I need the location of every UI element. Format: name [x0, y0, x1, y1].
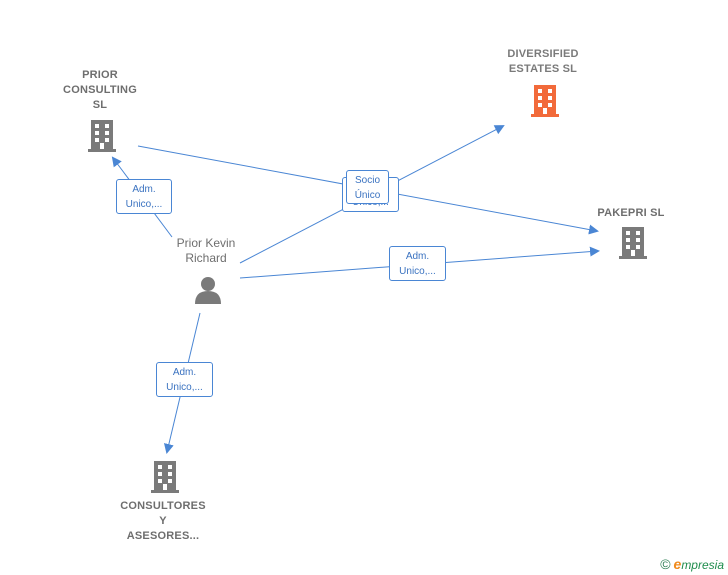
footer-brand[interactable]: ©empresia [660, 556, 724, 572]
building-icon-prior-consulting[interactable] [88, 120, 116, 152]
edge-label-socio-unico[interactable]: Socio Único [346, 170, 389, 204]
edge-label-adm-prior[interactable]: Adm. Unico,... [116, 179, 172, 214]
node-label-diversified[interactable]: DIVERSIFIED ESTATES SL [507, 48, 579, 75]
building-icon-consultores[interactable] [151, 461, 179, 493]
brand-name: mpresia [681, 558, 724, 572]
node-label-prior-consulting[interactable]: PRIOR CONSULTING SL [63, 69, 137, 111]
edge-label-adm-pakepri[interactable]: Adm. Unico,... [389, 246, 446, 281]
node-label-pakepri[interactable]: PAKEPRI SL [597, 207, 665, 219]
building-icon-pakepri[interactable] [619, 227, 647, 259]
building-icon-diversified[interactable] [531, 85, 559, 117]
node-label-consultores[interactable]: CONSULTORES Y ASESORES... [120, 500, 206, 542]
brand-initial: e [673, 556, 682, 572]
person-icon[interactable] [195, 277, 221, 304]
node-label-person[interactable]: Prior Kevin Richard [176, 236, 236, 265]
copyright-symbol: © [660, 556, 671, 572]
edge-label-adm-consultores[interactable]: Adm. Unico,... [156, 362, 213, 397]
